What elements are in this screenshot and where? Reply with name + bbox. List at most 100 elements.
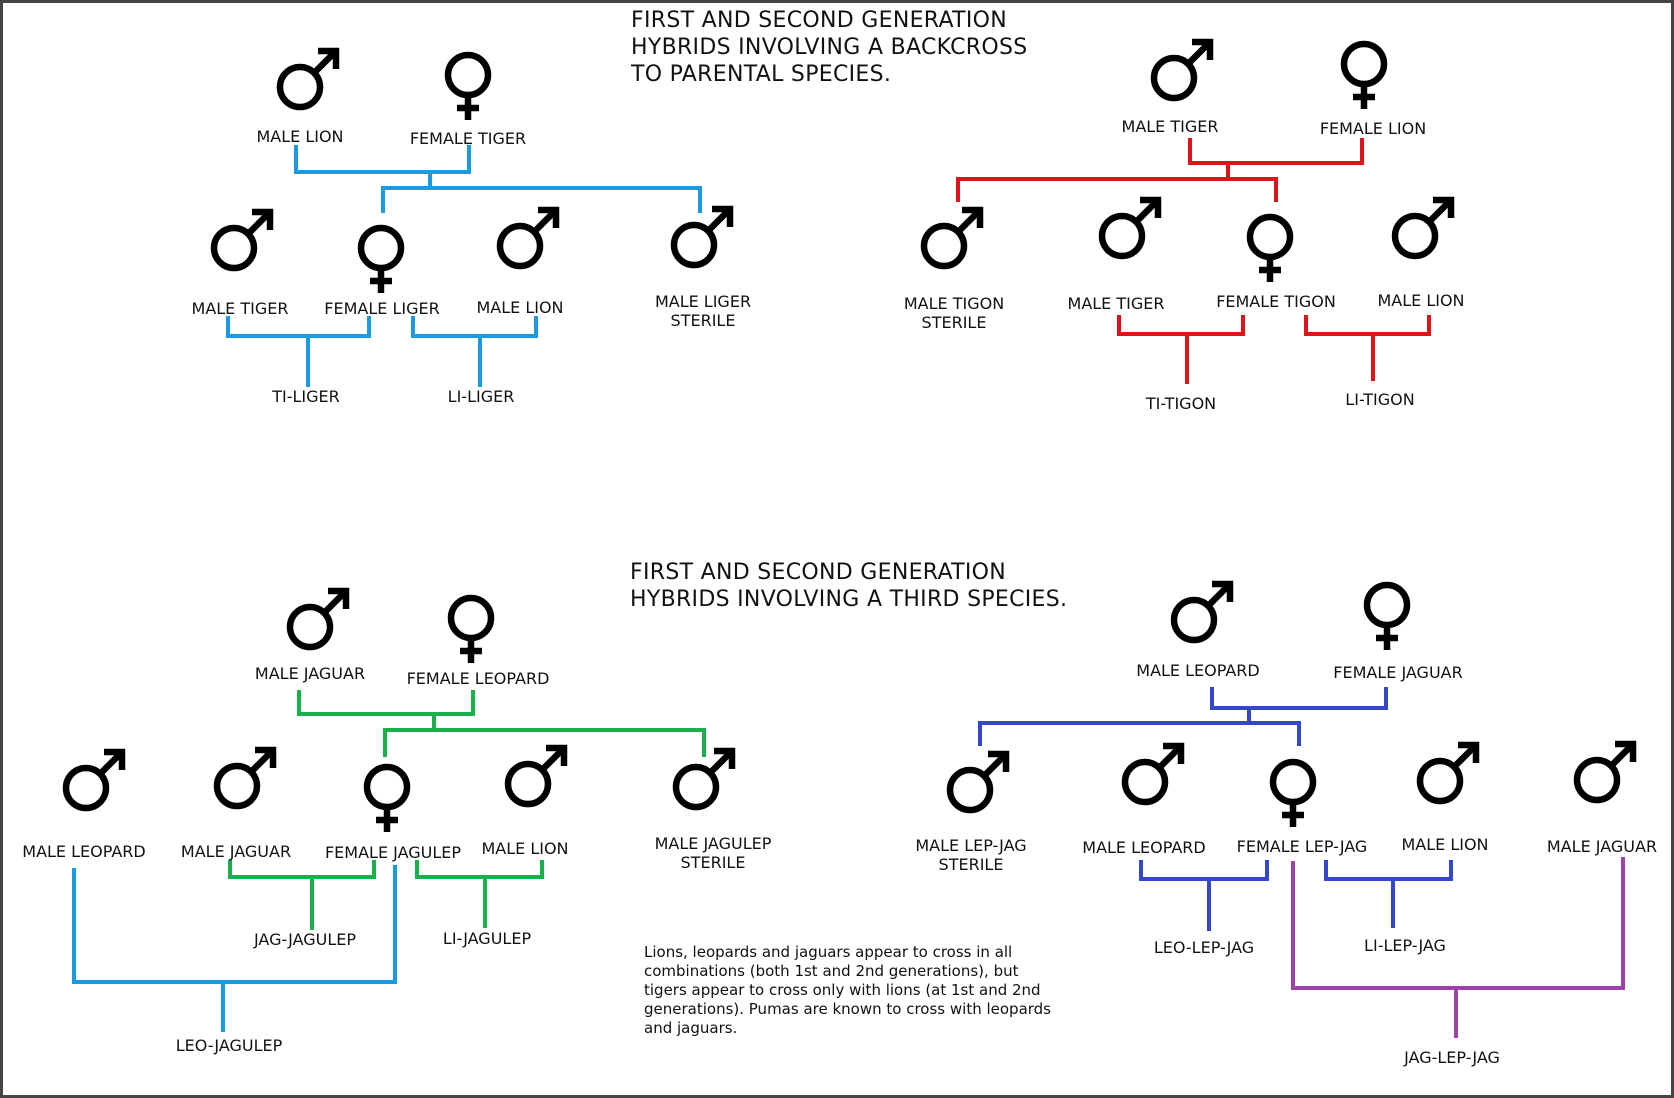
label-male-liger-sterile: MALE LIGER STERILE [655, 292, 751, 330]
label-leo-lep-jag: LEO-LEP-JAG [1153, 938, 1255, 957]
male-symbol-icon [210, 208, 274, 272]
label-male-leopard-parent: MALE LEOPARD [1136, 661, 1260, 680]
label-li-jagulep: LI-JAGULEP [442, 929, 532, 948]
title-line: HYBRIDS INVOLVING A BACKCROSS [631, 35, 1028, 60]
female-symbol-icon [1246, 213, 1294, 282]
li-liger-bracket [411, 316, 538, 387]
label-male-leopard: MALE LEOPARD [1082, 838, 1206, 857]
leo-jagulep-bracket [72, 865, 397, 1032]
tree-jag-lep-jag [1291, 857, 1625, 1038]
ti-liger-bracket [226, 316, 371, 387]
parent-bracket [1188, 138, 1364, 179]
tree-lion-tiger [226, 145, 702, 387]
label-female-jaguar-parent: FEMALE JAGUAR [1333, 663, 1463, 682]
label-male-tiger: MALE TIGER [191, 299, 289, 318]
label-female-jagulep: FEMALE JAGULEP [324, 843, 462, 862]
male-symbol-icon [1170, 580, 1234, 644]
label-male-lion: MALE LION [1401, 835, 1489, 854]
label-line: STERILE [680, 853, 746, 872]
note-text: Lions, leopards and jaguars appear to cr… [644, 943, 1051, 1037]
label-line: MALE JAGULEP [654, 834, 772, 853]
label-male-lep-jag-sterile: MALE LEP-JAG STERILE [915, 836, 1026, 874]
label-male-lion-parent: MALE LION [256, 127, 344, 146]
label-jag-jagulep: JAG-JAGULEP [253, 930, 357, 949]
label-female-liger: FEMALE LIGER [324, 299, 440, 318]
tree-jaguar-leopard [228, 690, 706, 930]
label-female-lep-jag: FEMALE LEP-JAG [1236, 837, 1368, 856]
label-ti-tigon: TI-TIGON [1145, 394, 1217, 413]
li-lep-jag-bracket [1324, 860, 1453, 928]
jag-lep-jag-bracket [1291, 857, 1625, 1038]
female-symbol-icon [447, 594, 495, 663]
label-leo-jagulep: LEO-JAGULEP [175, 1036, 283, 1055]
label-li-liger: LI-LIGER [447, 387, 515, 406]
label-male-lion: MALE LION [481, 839, 569, 858]
label-male-jagulep-sterile: MALE JAGULEP STERILE [655, 834, 772, 872]
label-female-tigon: FEMALE TIGON [1216, 292, 1336, 311]
label-jag-lep-jag: JAG-LEP-JAG [1404, 1048, 1500, 1067]
male-symbol-icon [1573, 740, 1637, 804]
parent-bracket [297, 690, 475, 730]
parent-bracket [294, 145, 471, 188]
male-symbol-icon [286, 587, 350, 651]
female-symbol-icon [444, 51, 492, 120]
ti-tigon-bracket [1117, 315, 1245, 384]
male-symbol-icon [62, 748, 126, 812]
label-male-jaguar: MALE JAGUAR [180, 842, 292, 861]
female-symbol-icon [363, 763, 411, 832]
male-symbol-icon [672, 747, 736, 811]
label-line: MALE TIGON [903, 294, 1005, 313]
label-li-lep-jag: LI-LEP-JAG [1364, 936, 1446, 955]
title-line: TO PARENTAL SPECIES. [631, 62, 892, 87]
leo-lep-jag-bracket [1139, 860, 1269, 931]
title-backcross: FIRST AND SECOND GENERATION HYBRIDS INVO… [631, 7, 1028, 88]
label-male-leopard: MALE LEOPARD [22, 842, 146, 861]
li-jagulep-bracket [415, 860, 544, 928]
tree-leo-jagulep [72, 865, 397, 1032]
title-line: FIRST AND SECOND GENERATION [631, 8, 1008, 33]
male-symbol-icon [1150, 38, 1214, 102]
label-line: STERILE [670, 311, 736, 330]
female-symbol-icon [1340, 40, 1388, 109]
title-line: FIRST AND SECOND GENERATION [630, 560, 1007, 585]
female-symbol-icon [1363, 581, 1411, 650]
label-li-tigon: LI-TIGON [1345, 390, 1415, 409]
title-line: HYBRIDS INVOLVING A THIRD SPECIES. [630, 587, 1068, 612]
label-male-tiger: MALE TIGER [1067, 294, 1165, 313]
male-symbol-icon [1416, 741, 1480, 805]
offspring-bracket [978, 721, 1301, 746]
male-symbol-icon [1391, 196, 1455, 260]
offspring-bracket [956, 177, 1278, 202]
label-line: MALE LIGER [654, 292, 752, 311]
male-symbol-icon [213, 746, 277, 810]
male-symbol-icon [920, 206, 984, 270]
label-male-lion: MALE LION [1377, 291, 1465, 310]
label-line: STERILE [921, 313, 987, 332]
male-symbol-icon [946, 750, 1010, 814]
male-symbol-icon [276, 47, 340, 111]
label-line: MALE LEP-JAG [915, 836, 1027, 855]
male-symbol-icon [1098, 196, 1162, 260]
label-male-tiger-parent: MALE TIGER [1121, 117, 1219, 136]
label-ti-liger: TI-LIGER [272, 387, 340, 406]
offspring-bracket [381, 186, 702, 213]
parent-bracket [1210, 687, 1388, 723]
gender-symbols [62, 38, 1637, 832]
male-symbol-icon [1121, 742, 1185, 806]
li-tigon-bracket [1304, 315, 1431, 381]
offspring-bracket [383, 728, 706, 757]
label-line: STERILE [938, 855, 1004, 874]
label-male-jaguar: MALE JAGUAR [1546, 837, 1658, 856]
tree-leopard-jaguar [978, 687, 1453, 931]
label-female-lion-parent: FEMALE LION [1319, 119, 1427, 138]
jag-jagulep-bracket [228, 860, 376, 930]
title-third-species: FIRST AND SECOND GENERATION HYBRIDS INVO… [630, 559, 1067, 613]
male-symbol-icon [504, 744, 568, 808]
label-female-leopard-parent: FEMALE LEOPARD [406, 669, 550, 688]
male-symbol-icon [496, 206, 560, 270]
label-female-tiger-parent: FEMALE TIGER [409, 129, 527, 148]
female-symbol-icon [1269, 758, 1317, 827]
tree-tiger-lion [956, 138, 1431, 384]
label-male-tigon-sterile: MALE TIGON STERILE [904, 294, 1004, 332]
